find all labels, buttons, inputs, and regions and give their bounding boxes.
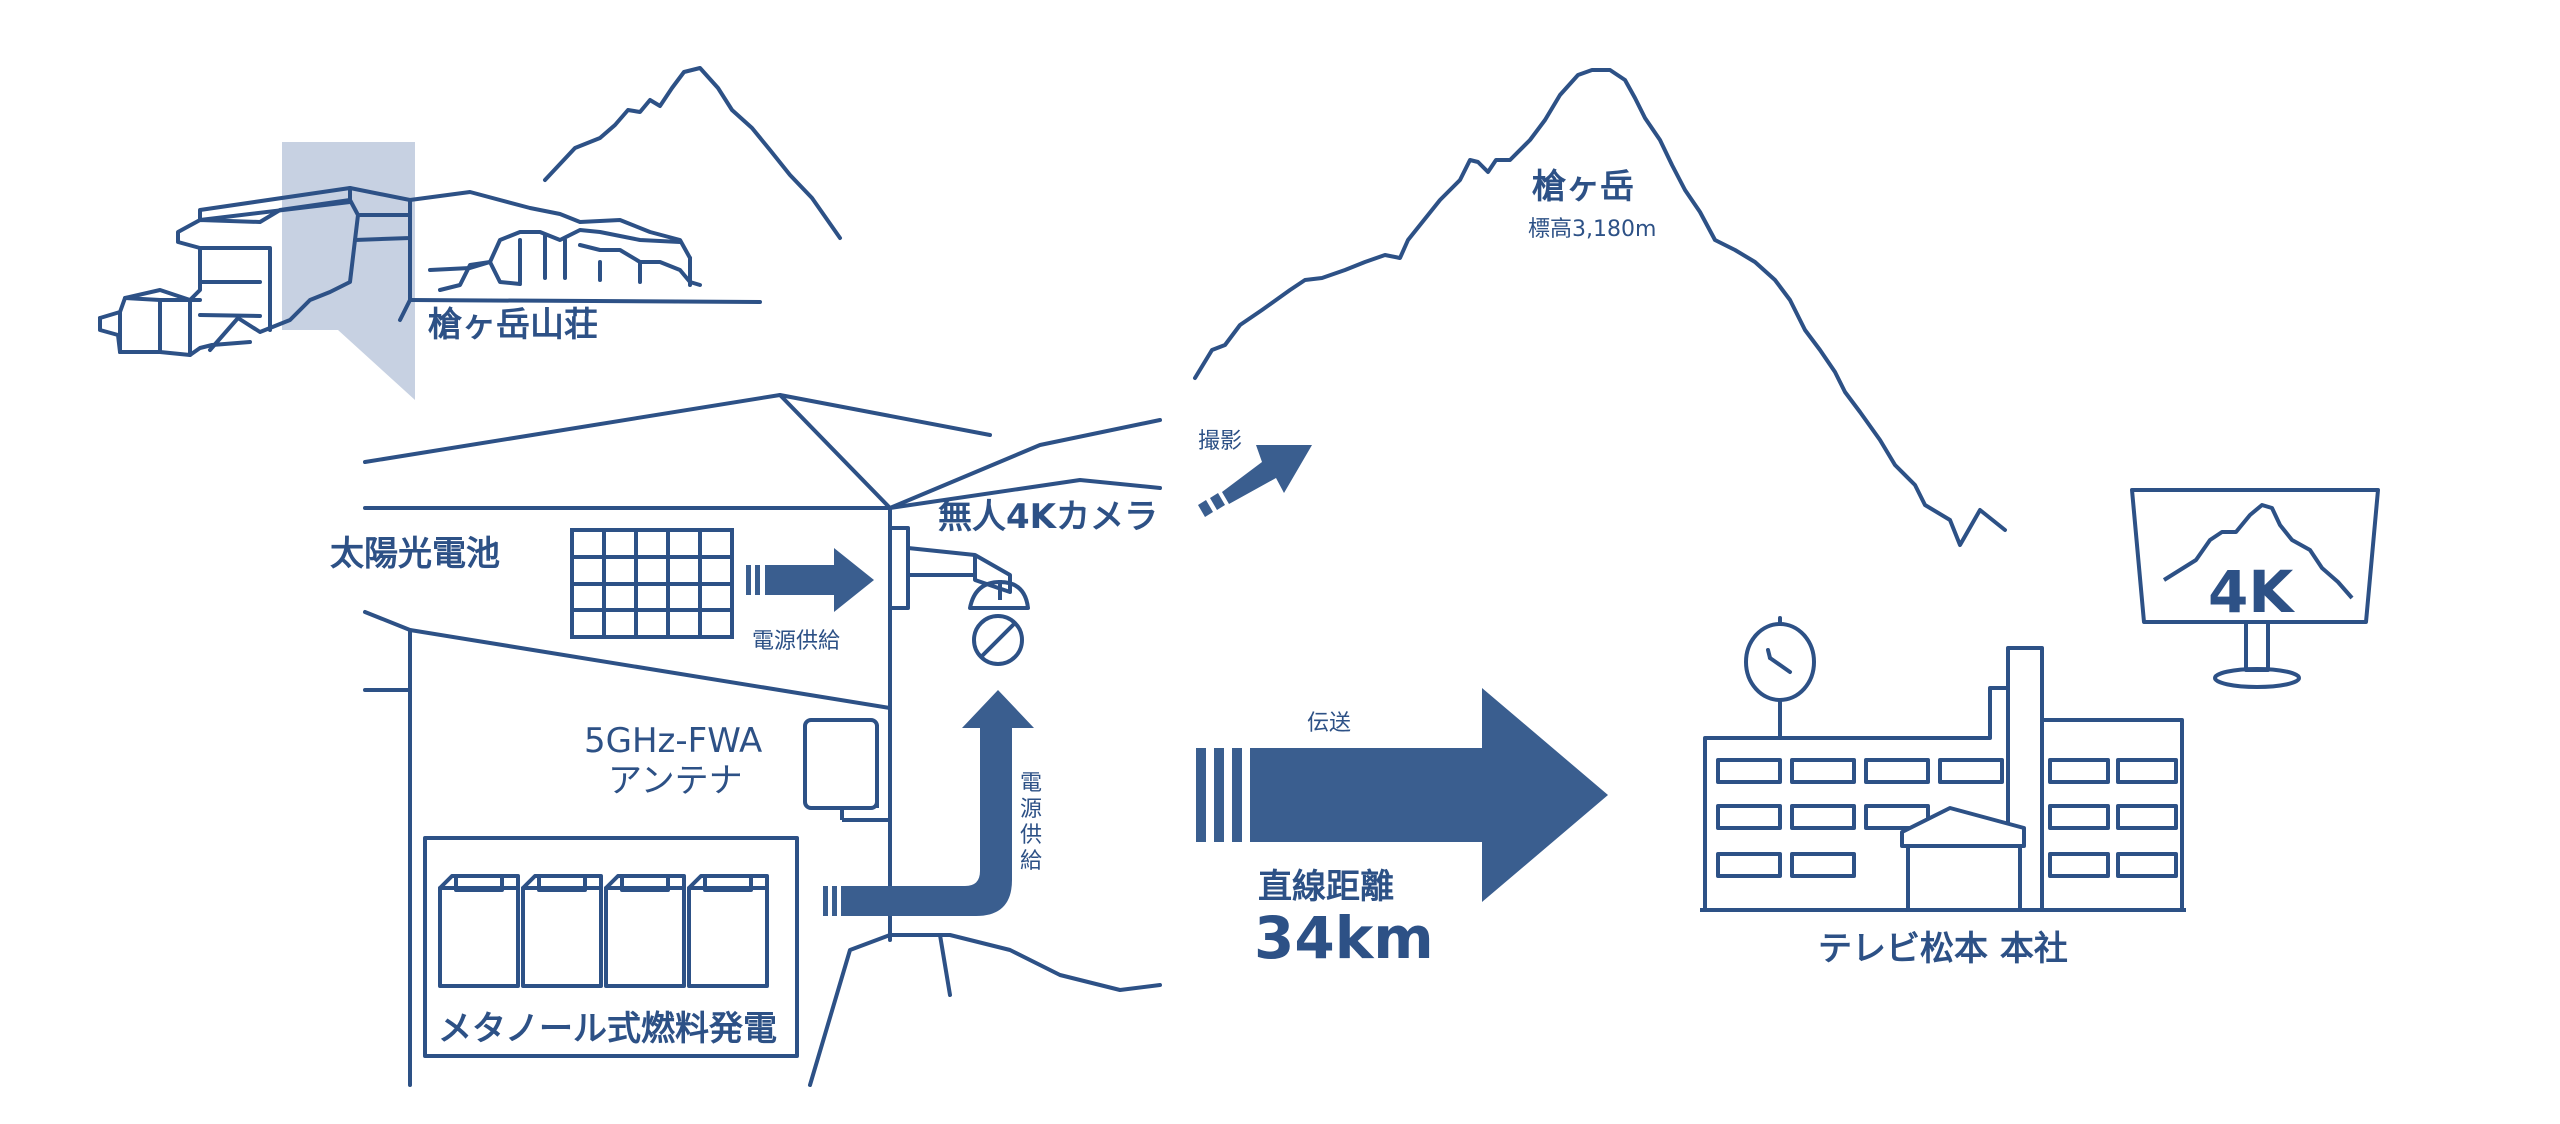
- distance-value: 34km: [1254, 904, 1434, 972]
- transmission-arrow: [1196, 688, 1608, 902]
- shooting-arrow: [1198, 445, 1312, 517]
- hut-structure: [363, 393, 1162, 1087]
- fuel-cell-label: メタノール式燃料発電: [438, 1009, 777, 1049]
- antenna-label-line1: 5GHz-FWA: [584, 721, 762, 761]
- distance-label: 直線距離: [1258, 867, 1394, 907]
- power-supply-vertical-char-3: 供: [1020, 823, 1042, 848]
- camera-label: 無人4Kカメラ: [938, 497, 1158, 537]
- monitor-4k-label: 4K: [2208, 558, 2295, 626]
- mountain-name-label: 槍ヶ岳: [1532, 167, 1634, 207]
- mountain-peak-illustration: [1193, 68, 2007, 547]
- solar-panel-label: 太陽光電池: [330, 534, 500, 574]
- antenna-label-line2: アンテナ: [608, 761, 743, 801]
- broadcast-building-icon: [1700, 646, 2186, 912]
- shooting-label: 撮影: [1198, 429, 1242, 454]
- transmission-label: 伝送: [1307, 711, 1351, 736]
- power-supply-vertical-char-2: 源: [1020, 797, 1042, 822]
- elevation-label: 標高3,180m: [1528, 217, 1656, 242]
- fwa-antenna-icon: [803, 718, 890, 822]
- solar-panel-icon: [570, 528, 734, 639]
- power-supply-arrow-horizontal: [746, 548, 874, 612]
- fuel-cell-units-icon: [423, 836, 799, 1058]
- power-supply-arrow-vertical: [823, 690, 1034, 916]
- station-name-label: テレビ松本 本社: [1818, 929, 2068, 969]
- lodge-illustration: [98, 66, 842, 400]
- power-supply-vertical-char-1: 電: [1020, 771, 1042, 796]
- power-supply-label-horizontal: 電源供給: [752, 629, 840, 654]
- lodge-background-mountain: [543, 66, 842, 240]
- power-supply-vertical-char-4: 給: [1020, 849, 1042, 874]
- 4k-monitor-icon: [2130, 488, 2380, 689]
- satellite-dish-icon: [1744, 616, 1816, 740]
- lodge-name-label: 槍ヶ岳山荘: [428, 305, 598, 345]
- lodge-highlight-callout: [282, 142, 415, 400]
- security-camera-icon: [888, 526, 1030, 666]
